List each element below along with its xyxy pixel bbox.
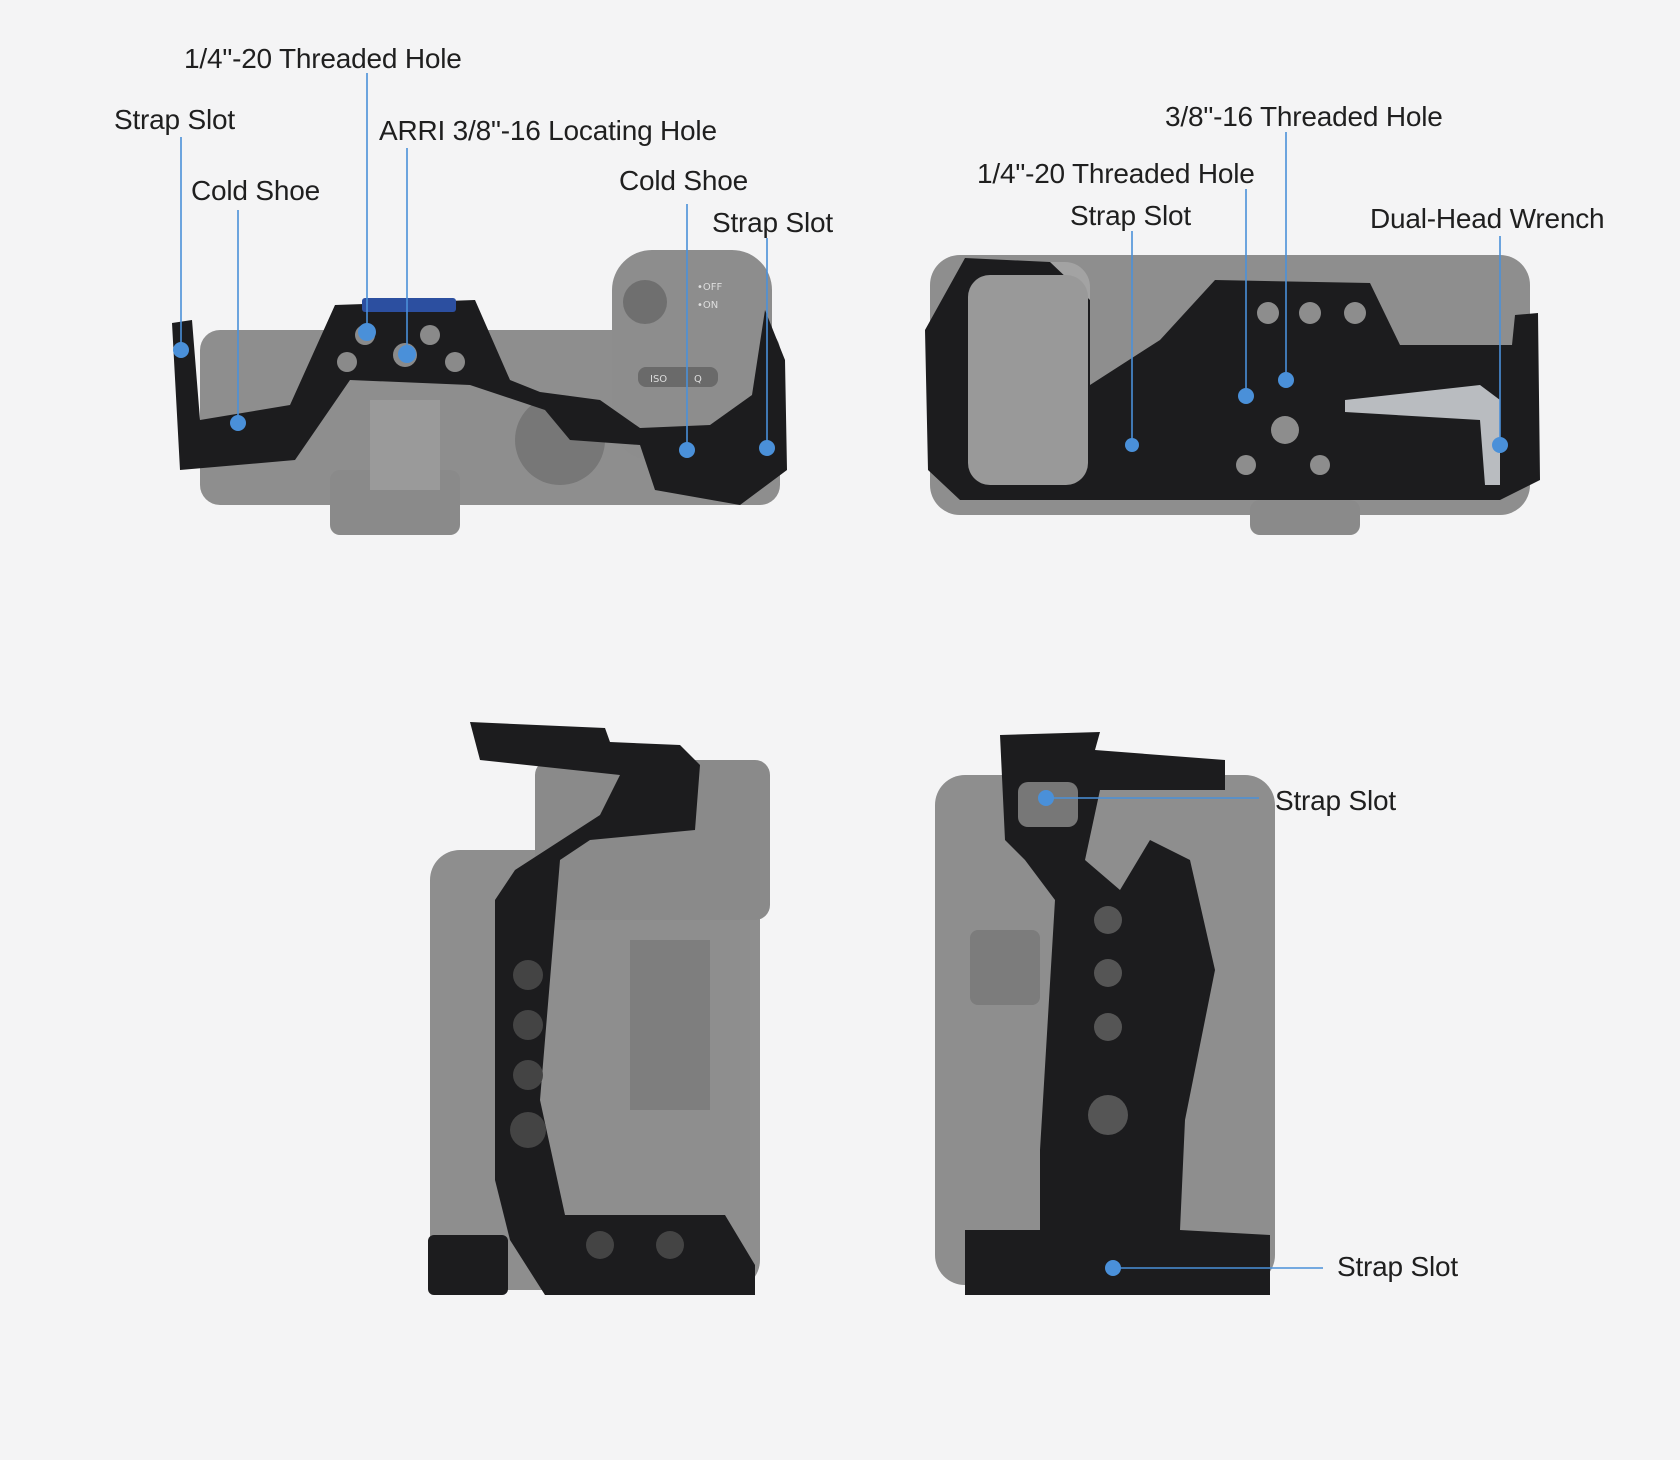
label-threaded-hole-top: 1/4"-20 Threaded Hole: [184, 43, 462, 74]
side-left-cage: [470, 722, 755, 1295]
on-mark: •ON: [697, 300, 718, 311]
label-threaded-hole-14-bottom: 1/4"-20 Threaded Hole: [977, 158, 1255, 189]
q-button: Q: [694, 374, 702, 385]
label-arri-locating-hole: ARRI 3/8"-16 Locating Hole: [379, 115, 717, 146]
label-strap-slot-bottom-view: Strap Slot: [1070, 200, 1191, 231]
side-left-camera: [430, 760, 770, 1290]
label-threaded-hole-38: 3/8"-16 Threaded Hole: [1165, 101, 1443, 132]
label-strap-slot-top-left: Strap Slot: [114, 104, 235, 135]
off-mark: •OFF: [697, 282, 723, 293]
label-strap-slot-side-bottom: Strap Slot: [1337, 1251, 1458, 1282]
top-view-cage: [172, 300, 787, 505]
label-dual-head-wrench: Dual-Head Wrench: [1370, 203, 1605, 234]
callout-dots: [173, 323, 1508, 1276]
iso-button: ISO: [650, 374, 667, 385]
label-strap-slot-top-right: Strap Slot: [712, 207, 833, 238]
label-strap-slot-side-top: Strap Slot: [1275, 785, 1396, 816]
leofoto-logo: [362, 298, 456, 312]
label-cold-shoe-right: Cold Shoe: [619, 165, 748, 196]
callout-lines: [180, 73, 1501, 1269]
dual-head-wrench: [1345, 385, 1500, 485]
side-right-cage: [965, 732, 1270, 1295]
label-cold-shoe-left: Cold Shoe: [191, 175, 320, 206]
